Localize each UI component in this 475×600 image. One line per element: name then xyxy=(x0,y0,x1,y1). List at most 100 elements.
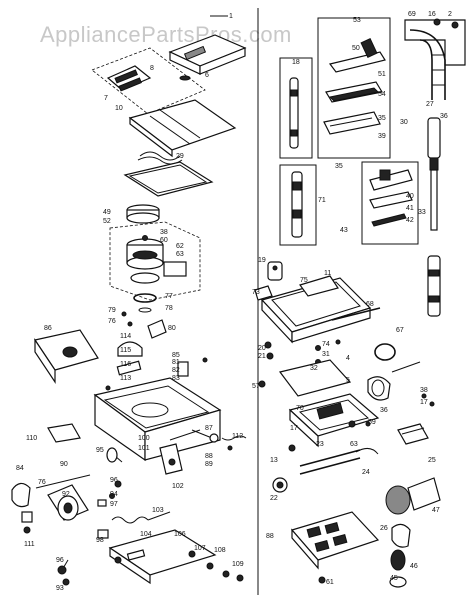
part-label-50: 50 xyxy=(352,45,360,52)
part-label-114: 114 xyxy=(120,333,131,340)
part-label-67: 67 xyxy=(396,327,404,334)
part-label-13: 13 xyxy=(270,457,278,464)
part-label-36-wand: 36 xyxy=(440,113,448,120)
drive-belt-ring xyxy=(374,343,396,361)
part-label-86: 86 xyxy=(44,325,52,332)
part-label-108: 108 xyxy=(214,547,226,554)
part-label-73: 73 xyxy=(252,289,260,296)
hose-connector xyxy=(34,329,99,384)
part-label-35-upper: 35 xyxy=(378,115,386,122)
bottom-plate xyxy=(57,529,244,586)
latch-19 xyxy=(267,261,283,281)
part-label-83: 83 xyxy=(172,375,180,382)
part-label-63-right: 63 xyxy=(350,441,358,448)
part-label-42: 42 xyxy=(406,217,414,224)
part-label-29: 29 xyxy=(176,153,184,160)
part-label-79: 79 xyxy=(108,307,116,314)
part-label-54: 54 xyxy=(378,91,386,98)
part-label-35: 35 xyxy=(335,163,343,170)
part-label-62: 62 xyxy=(176,243,184,250)
top-lid-assembly xyxy=(168,15,247,81)
part-label-1: 1 xyxy=(229,13,233,20)
beater-housing xyxy=(258,359,391,401)
part-label-74: 74 xyxy=(322,341,330,348)
front-wheel-assembly xyxy=(11,474,91,534)
part-label-94: 94 xyxy=(110,491,118,498)
part-label-4: 4 xyxy=(346,355,350,362)
part-label-112: 112 xyxy=(232,433,243,440)
hose-elbow-wand xyxy=(404,18,466,100)
part-label-26: 26 xyxy=(380,525,388,532)
part-label-51: 51 xyxy=(378,71,386,78)
gasket-ring xyxy=(133,293,157,313)
part-label-100: 100 xyxy=(138,435,150,442)
part-label-30: 30 xyxy=(400,119,408,126)
crevice-tool-set xyxy=(279,57,313,159)
base-housing xyxy=(93,357,222,462)
part-label-78: 78 xyxy=(165,305,173,312)
part-label-6: 6 xyxy=(205,72,209,79)
part-label-69: 69 xyxy=(408,11,416,18)
part-label-93: 93 xyxy=(56,585,64,592)
watermark-text: AppliancePartsPros.com xyxy=(40,22,292,47)
part-label-88-right: 88 xyxy=(266,533,274,540)
part-label-2: 2 xyxy=(448,11,452,18)
filter-cover-plate xyxy=(128,99,237,158)
part-label-60: 60 xyxy=(160,237,168,244)
part-label-101: 101 xyxy=(138,445,150,452)
part-label-46: 46 xyxy=(410,563,418,570)
part-label-38: 38 xyxy=(160,229,168,236)
part-label-27: 27 xyxy=(426,101,434,108)
part-label-43: 43 xyxy=(340,227,348,234)
part-label-96-lower: 96 xyxy=(56,557,64,564)
part-label-110: 110 xyxy=(26,435,37,442)
part-label-90: 90 xyxy=(60,461,68,468)
part-label-92: 92 xyxy=(62,491,70,498)
part-label-75: 75 xyxy=(300,277,308,284)
part-label-107: 107 xyxy=(194,545,206,552)
part-label-33: 33 xyxy=(418,209,426,216)
part-label-17-right: 17 xyxy=(420,399,428,406)
rear-wheels xyxy=(272,477,441,588)
part-label-106: 106 xyxy=(174,531,186,538)
part-label-63: 63 xyxy=(176,251,184,258)
part-label-77: 77 xyxy=(165,293,173,300)
part-label-109: 109 xyxy=(232,561,244,568)
hood-cover xyxy=(254,275,372,344)
part-label-47: 47 xyxy=(432,507,440,514)
part-label-80: 80 xyxy=(168,325,176,332)
part-label-88: 88 xyxy=(205,453,213,460)
dusting-brush-box xyxy=(361,161,419,245)
part-label-49: 49 xyxy=(103,209,111,216)
part-label-89: 89 xyxy=(205,461,213,468)
part-label-68: 68 xyxy=(366,301,374,308)
part-label-8: 8 xyxy=(150,65,154,72)
part-label-102: 102 xyxy=(172,483,184,490)
part-label-7: 7 xyxy=(104,95,108,102)
part-label-85: 85 xyxy=(172,352,180,359)
part-label-22: 22 xyxy=(270,495,278,502)
part-label-104: 104 xyxy=(140,531,152,538)
part-label-116: 116 xyxy=(120,361,131,368)
part-label-82: 82 xyxy=(172,367,180,374)
part-label-20: 20 xyxy=(258,345,266,352)
part-label-59: 59 xyxy=(368,419,376,426)
part-label-71: 71 xyxy=(318,197,326,204)
wand-tube-71 xyxy=(279,164,317,246)
part-label-11: 11 xyxy=(324,270,331,277)
part-label-21: 21 xyxy=(258,353,266,360)
hood-fasteners xyxy=(264,339,341,365)
part-label-19: 19 xyxy=(258,257,266,264)
part-label-17: 17 xyxy=(290,425,298,432)
bracket-plate xyxy=(47,423,81,443)
nozzle-base xyxy=(288,393,429,448)
filter-panel xyxy=(123,161,214,197)
brush-roll xyxy=(391,361,435,407)
part-label-31: 31 xyxy=(322,351,330,358)
part-label-16: 16 xyxy=(428,11,436,18)
part-label-103: 103 xyxy=(152,507,164,514)
part-label-38: 38 xyxy=(420,387,428,394)
cord-reel-parts xyxy=(105,341,143,391)
rod-68 xyxy=(331,307,381,321)
